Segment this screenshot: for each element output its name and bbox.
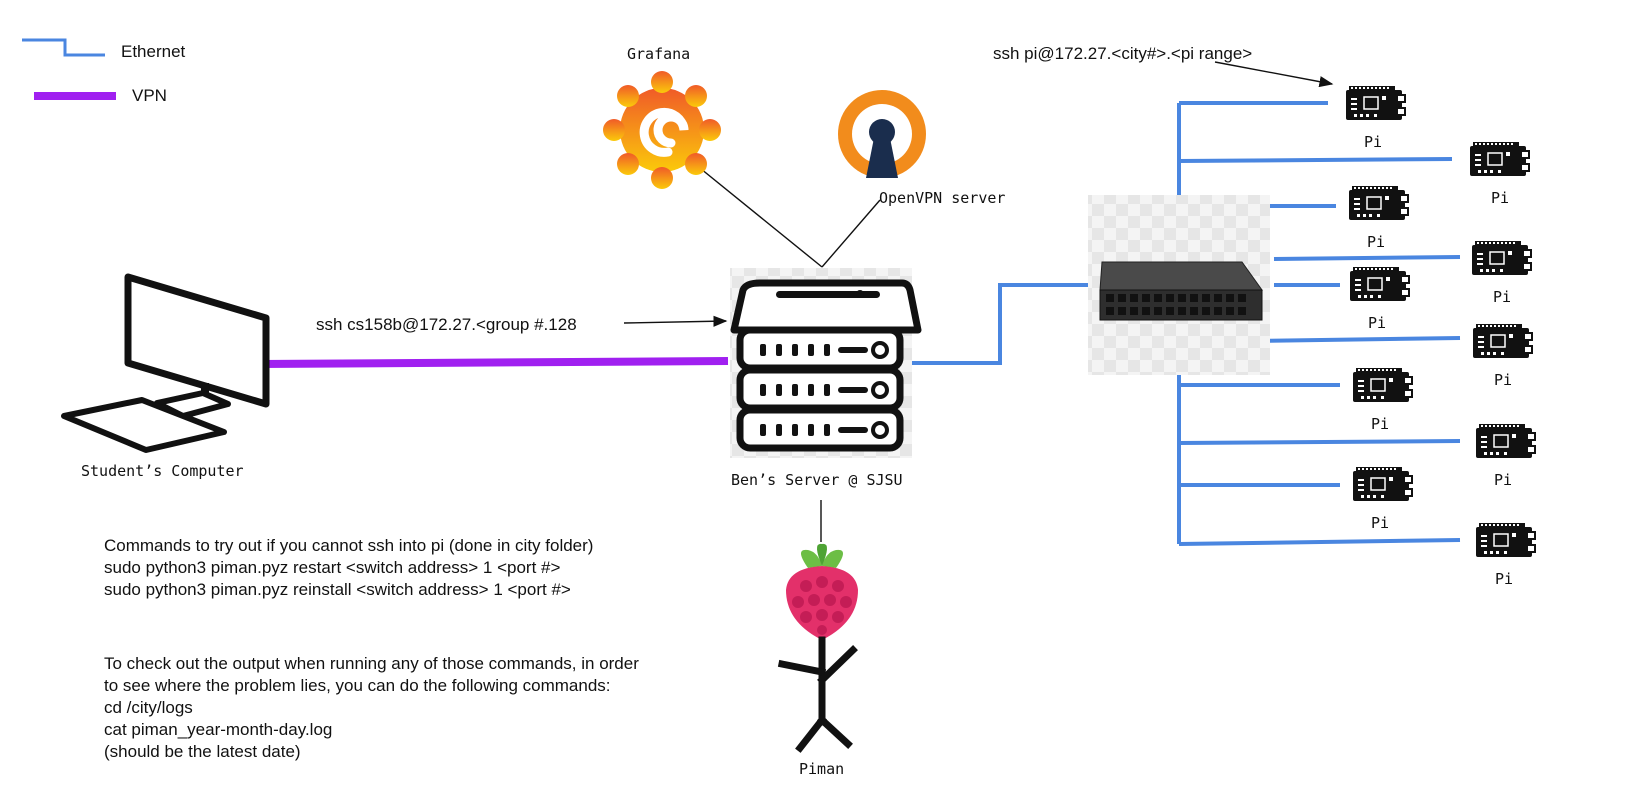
vpn-link xyxy=(259,357,729,368)
vpn-legend-label: VPN xyxy=(132,86,167,105)
note-line: sudo python3 piman.pyz reinstall <switch… xyxy=(104,580,571,599)
pi-label: Pi xyxy=(1368,314,1386,332)
pi-label: Pi xyxy=(1493,288,1511,306)
computer-icon xyxy=(61,273,270,453)
switch-lower-ethernet-tree xyxy=(1177,336,1461,546)
openvpn-label: OpenVPN server xyxy=(879,189,1005,207)
ssh-pi-arrow xyxy=(1214,61,1334,88)
grafana-label: Grafana xyxy=(627,45,690,63)
note-line: Commands to try out if you cannot ssh in… xyxy=(104,536,593,555)
pi-board-icon xyxy=(1475,522,1537,558)
note-line: To check out the output when running any… xyxy=(104,654,639,673)
server-to-switch-ethernet xyxy=(910,283,1090,365)
pi-board-icon xyxy=(1345,85,1407,121)
openvpn-icon xyxy=(838,90,926,178)
ssh-server-arrow xyxy=(623,315,728,327)
troubleshooting-commands-note: Commands to try out if you cannot ssh in… xyxy=(104,536,593,599)
pi-label: Pi xyxy=(1364,133,1382,151)
pi-node-6: Pi xyxy=(1472,323,1534,389)
pi-node-7: Pi xyxy=(1352,367,1414,433)
pi-board-icon xyxy=(1471,240,1533,276)
pi-board-icon xyxy=(1348,185,1410,221)
switch-middle-ethernet-links xyxy=(1273,255,1461,287)
piman-icon xyxy=(777,543,858,753)
note-line: sudo python3 piman.pyz restart <switch a… xyxy=(104,558,560,577)
openvpn-to-server-line xyxy=(821,199,881,268)
note-line: cat piman_year-month-day.log xyxy=(104,720,332,739)
pi-node-2: Pi xyxy=(1469,141,1531,207)
pi-node-1: Pi xyxy=(1345,85,1407,151)
pi-node-9: Pi xyxy=(1352,466,1414,532)
legend: Ethernet VPN xyxy=(22,38,186,105)
switch-icon xyxy=(1088,195,1270,375)
pi-node-5: Pi xyxy=(1349,266,1411,332)
pi-board-icon xyxy=(1469,141,1531,177)
ethernet-legend-line xyxy=(22,38,105,57)
note-line: cd /city/logs xyxy=(104,698,193,717)
grafana-to-server-line xyxy=(689,159,823,268)
pi-label: Pi xyxy=(1494,371,1512,389)
pi-board-icon xyxy=(1472,323,1534,359)
pi-board-icon xyxy=(1349,266,1411,302)
pi-label: Pi xyxy=(1494,471,1512,489)
pi-label: Pi xyxy=(1371,514,1389,532)
pi-node-3: Pi xyxy=(1348,185,1410,251)
server-icon xyxy=(730,268,922,458)
logs-note: To check out the output when running any… xyxy=(104,654,639,761)
pi-label: Pi xyxy=(1495,570,1513,588)
note-line: (should be the latest date) xyxy=(104,742,301,761)
pi-node-8: Pi xyxy=(1475,423,1537,489)
pi-board-icon xyxy=(1475,423,1537,459)
piman-label: Piman xyxy=(799,760,844,778)
pi-label: Pi xyxy=(1367,233,1385,251)
grafana-icon xyxy=(603,71,721,189)
pi-node-10: Pi xyxy=(1475,522,1537,588)
pi-node-4: Pi xyxy=(1471,240,1533,306)
ethernet-legend-label: Ethernet xyxy=(121,42,186,61)
ssh-server-annotation: ssh cs158b@172.27.<group #.128 xyxy=(316,315,577,334)
student-computer-label: Student’s Computer xyxy=(81,462,244,480)
ssh-pi-annotation: ssh pi@172.27.<city#>.<pi range> xyxy=(993,44,1252,63)
pi-label: Pi xyxy=(1491,189,1509,207)
pi-board-icon xyxy=(1352,466,1414,502)
server-label: Ben’s Server @ SJSU xyxy=(731,471,903,489)
note-line: to see where the problem lies, you can d… xyxy=(104,676,611,695)
pi-label: Pi xyxy=(1371,415,1389,433)
pi-board-icon xyxy=(1352,367,1414,403)
